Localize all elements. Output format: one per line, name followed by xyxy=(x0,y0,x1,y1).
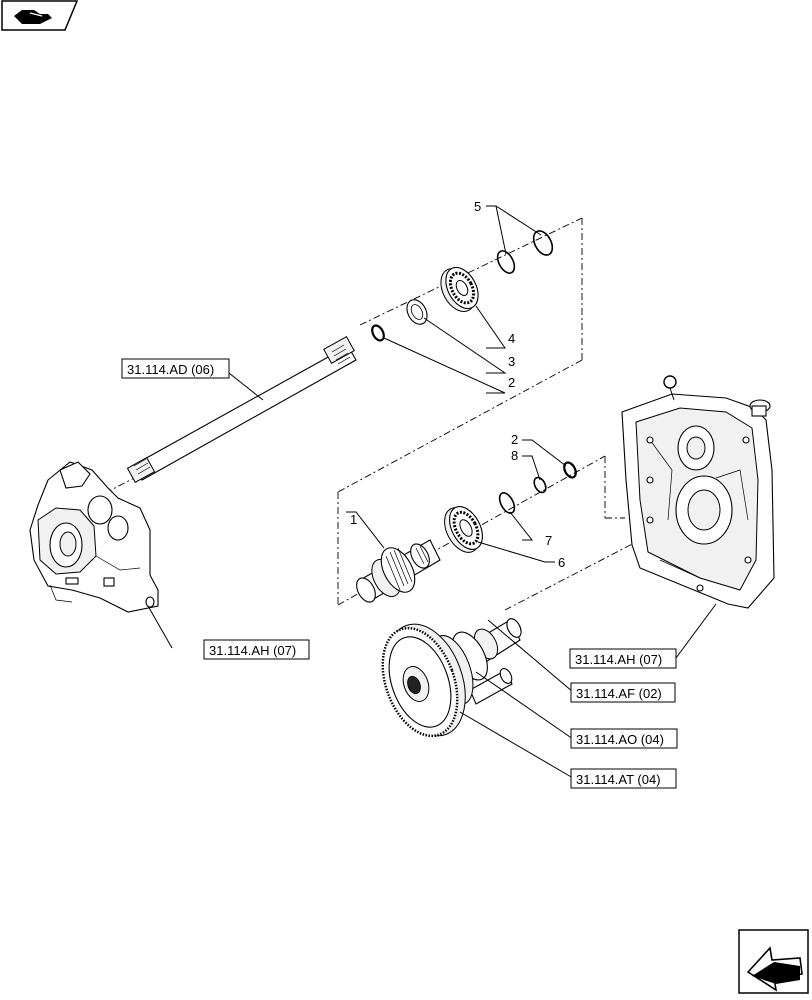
ref-31-114-ad[interactable]: 31.114.AD (06) xyxy=(121,358,230,379)
gear-cluster xyxy=(381,618,522,738)
ref-label: 31.114.AD (06) xyxy=(127,362,214,377)
callout-2-lower: 2 xyxy=(511,432,518,447)
callout-6: 6 xyxy=(558,555,565,570)
bearing-4 xyxy=(440,266,479,312)
snap-ring-7 xyxy=(498,492,516,514)
ref-31-114-ah-right[interactable]: 31.114.AH (07) xyxy=(569,648,677,669)
ref-31-114-ah-left[interactable]: 31.114.AH (07) xyxy=(203,639,310,660)
washer-3 xyxy=(406,299,428,325)
snap-ring-2-upper xyxy=(371,324,385,342)
right-housing xyxy=(621,375,775,609)
callout-3: 3 xyxy=(508,354,515,369)
center-lines xyxy=(104,217,641,611)
callout-4: 4 xyxy=(508,331,515,346)
ref-label: 31.114.AH (07) xyxy=(209,643,296,658)
snap-ring-5a xyxy=(496,250,516,274)
callout-7: 7 xyxy=(545,533,552,548)
ref-31-114-ao[interactable]: 31.114.AO (04) xyxy=(570,728,678,749)
snap-ring-5b xyxy=(532,230,554,256)
callout-1: 1 xyxy=(350,512,357,527)
ring-8 xyxy=(533,476,547,494)
ref-label: 31.114.AH (07) xyxy=(575,652,662,667)
snap-ring-2-lower xyxy=(563,461,577,479)
splined-shaft xyxy=(126,336,357,484)
callout-8: 8 xyxy=(511,448,518,463)
previous-arrow-icon[interactable] xyxy=(738,929,809,994)
ref-31-114-at[interactable]: 31.114.AT (04) xyxy=(570,768,677,789)
pinion-gear-1 xyxy=(356,539,441,603)
leader-lines xyxy=(147,205,717,779)
ref-label: 31.114.AO (04) xyxy=(576,732,664,747)
callout-2-upper: 2 xyxy=(508,375,515,390)
ref-label: 31.114.AT (04) xyxy=(576,772,661,787)
callout-labels: 1 2 3 4 5 6 7 8 2 xyxy=(350,199,565,570)
bearing-6 xyxy=(444,506,483,553)
book-hand-icon[interactable] xyxy=(1,0,79,31)
callout-5: 5 xyxy=(474,199,481,214)
left-housing xyxy=(29,461,159,613)
ref-label: 31.114.AF (02) xyxy=(576,686,662,701)
ref-31-114-af[interactable]: 31.114.AF (02) xyxy=(570,682,676,703)
